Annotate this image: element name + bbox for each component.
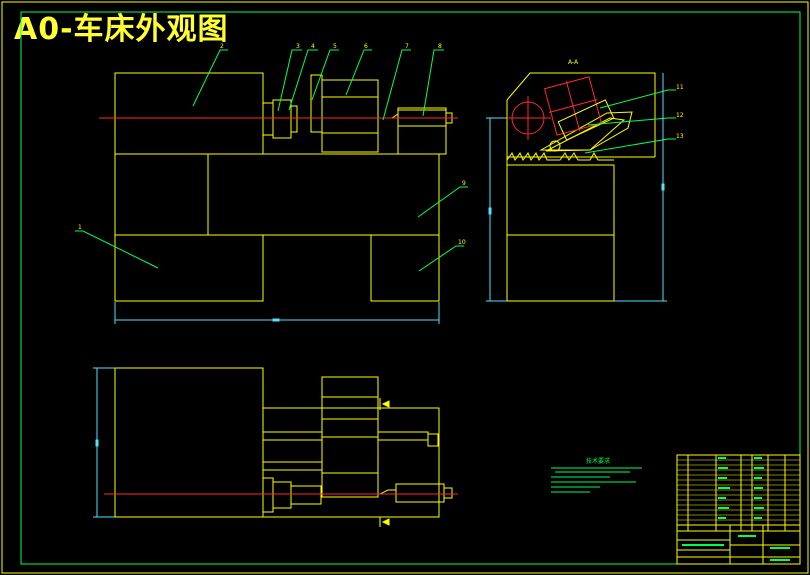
front-dimensions (114, 302, 440, 324)
part-number-12: 12 (676, 112, 684, 119)
tech-requirements-title: 技术要求 (586, 457, 610, 465)
side-view (506, 72, 656, 302)
drawing-title: A0-车床外观图 (14, 12, 229, 47)
right-leg (370, 234, 440, 302)
side-leaders (584, 89, 676, 154)
chuck (262, 102, 274, 136)
part-number-4: 4 (311, 43, 315, 50)
part-number-2: 2 (220, 43, 224, 50)
part-number-10: 10 (458, 239, 466, 246)
part-number-1: 1 (78, 224, 82, 231)
headstock (114, 72, 264, 155)
front-view (114, 72, 453, 302)
drawing-frame (20, 11, 801, 565)
part-number-5: 5 (333, 43, 337, 50)
motor-rotated (543, 76, 603, 136)
bed-body (114, 153, 440, 236)
front-leaders (75, 49, 468, 272)
title-block (676, 454, 801, 565)
side-dimensions (486, 73, 667, 302)
top-view (114, 367, 453, 518)
top-dimensions (93, 367, 115, 518)
tailstock-body (397, 109, 447, 155)
left-leg (114, 234, 264, 302)
part-number-6: 6 (364, 43, 368, 50)
part-number-3: 3 (296, 43, 300, 50)
part-number-9: 9 (462, 180, 466, 187)
spindle-circle (505, 96, 551, 140)
part-number-7: 7 (405, 43, 409, 50)
carriage (310, 74, 323, 133)
section-label: A-A (568, 59, 579, 66)
section-cut-markers (379, 398, 390, 527)
title-block-rows (677, 459, 800, 521)
part-number-8: 8 (438, 43, 442, 50)
part-number-11: 11 (676, 84, 684, 91)
title-block-fill-marks (682, 457, 790, 561)
tech-requirements-notes (551, 467, 642, 493)
part-number-13: 13 (676, 133, 684, 140)
